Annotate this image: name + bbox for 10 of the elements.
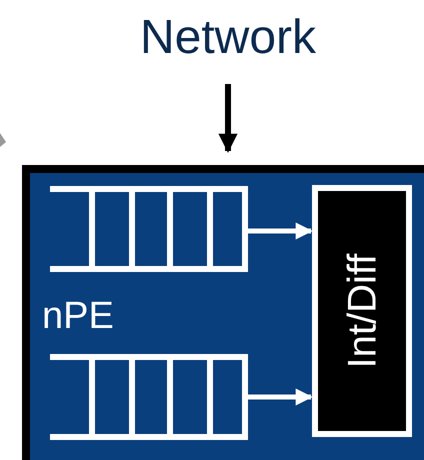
arrow bbox=[248, 222, 313, 240]
box-title: Int/Diff bbox=[342, 254, 382, 368]
int-diff-box bbox=[312, 185, 412, 437]
queue-drawing bbox=[50, 186, 248, 272]
npe-box bbox=[22, 165, 424, 460]
arrow bbox=[218, 84, 238, 153]
box-title: nPE bbox=[42, 297, 114, 335]
arrow bbox=[248, 388, 313, 406]
network-label: Network bbox=[140, 6, 316, 70]
queue-drawing bbox=[50, 354, 248, 440]
